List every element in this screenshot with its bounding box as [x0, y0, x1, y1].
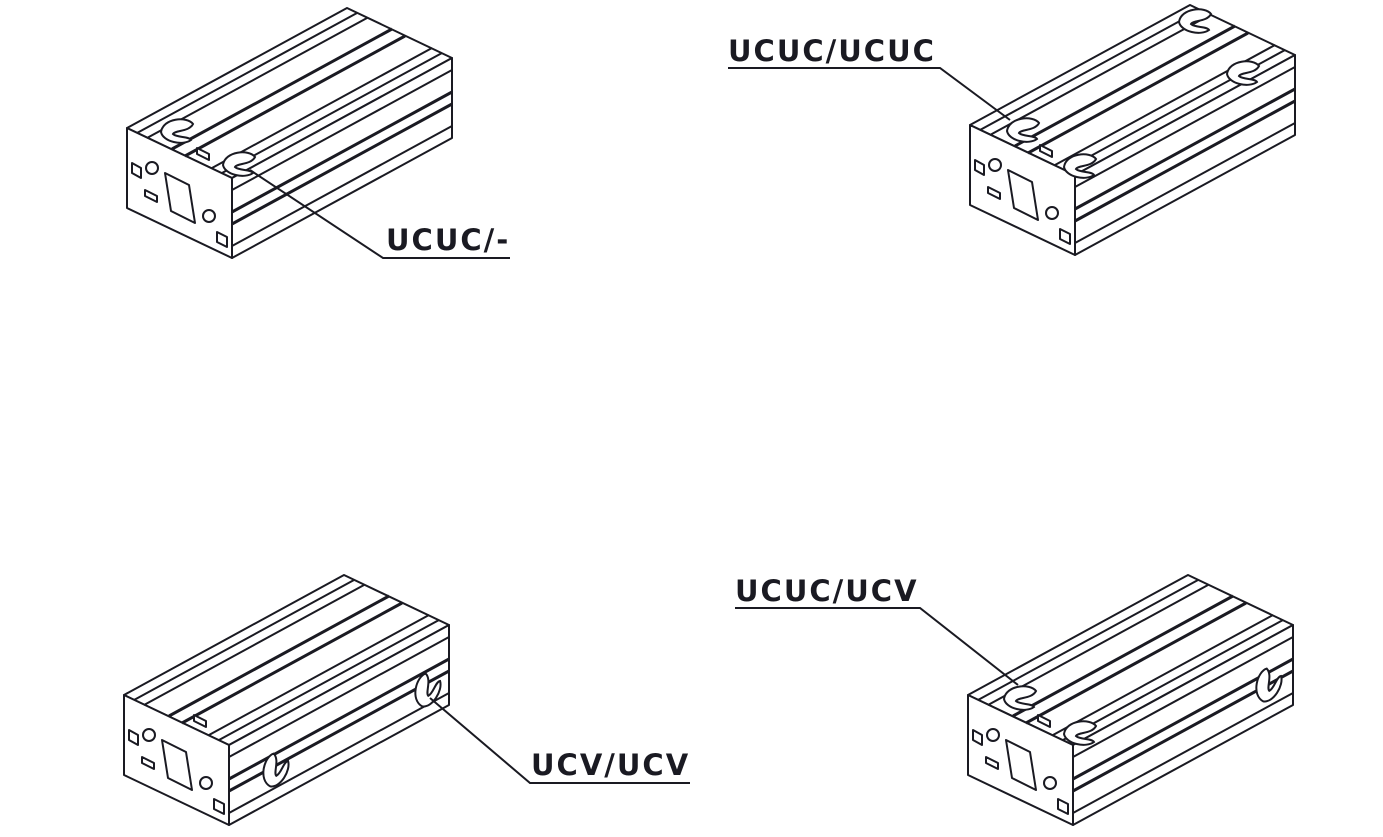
leader-line-ucv-ucv: [429, 697, 690, 784]
leader-line-ucuc-none: [249, 169, 510, 259]
callout-label-ucuc-ucv: UCUC/UCV: [735, 574, 919, 608]
callout-label-ucv-ucv: UCV/UCV: [531, 748, 691, 782]
leader-line-ucuc-ucuc: [728, 67, 1011, 121]
callout-label-ucuc-none: UCUC/-: [386, 223, 511, 257]
leader-line-ucuc-ucv: [735, 607, 1019, 686]
profile-ucuc-ucv: [966, 573, 1295, 827]
profile-ucv-ucv: [122, 573, 451, 827]
profile-ucuc-none: [125, 6, 454, 260]
profile-ucuc-ucuc: [968, 3, 1297, 257]
callout-label-ucuc-ucuc: UCUC/UCUC: [728, 34, 936, 68]
